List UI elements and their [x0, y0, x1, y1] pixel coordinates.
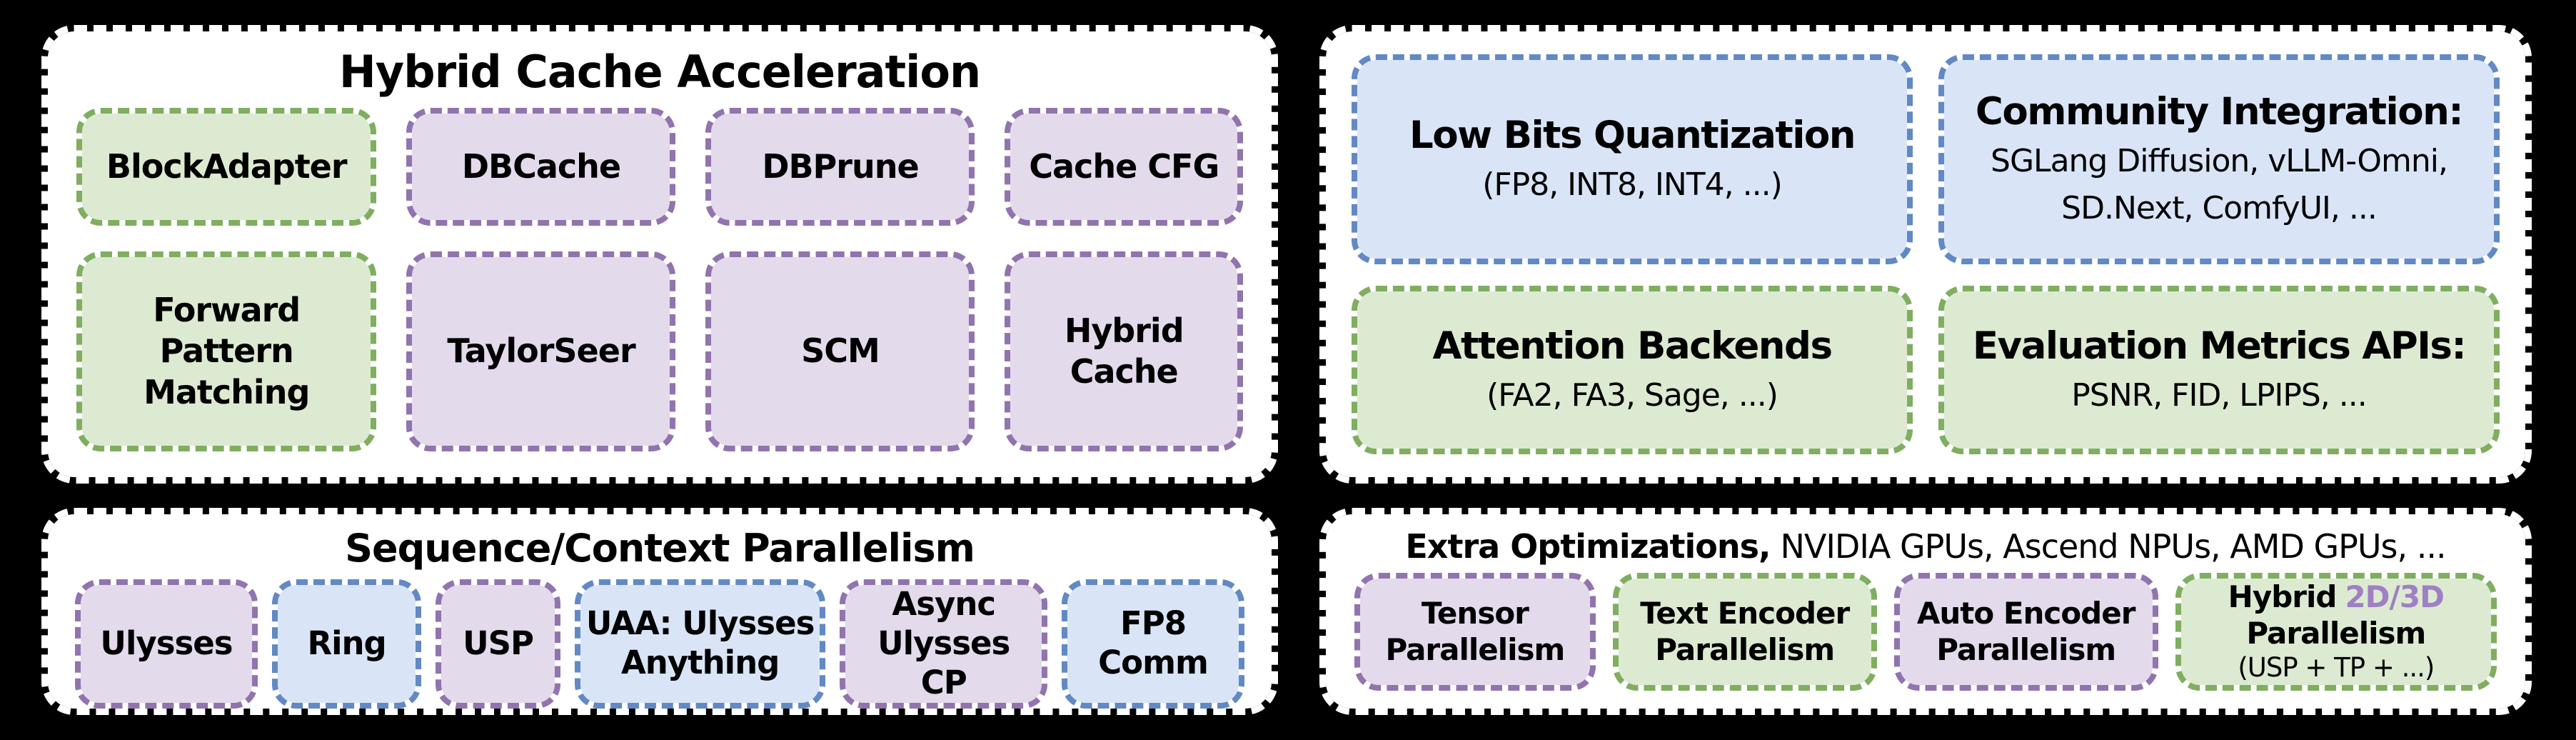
box-label: USP — [463, 624, 534, 662]
box-label: Auto Encoder Parallelism — [1916, 596, 2136, 668]
box-label: FP8 Comm — [1098, 604, 1209, 682]
box-subtitle: (FA2, FA3, Sage, ...) — [1486, 376, 1778, 414]
feature-box-scm: SCM — [705, 251, 975, 451]
extra-optimizations-row: Tensor Parallelism Text Encoder Parallel… — [1326, 567, 2525, 712]
box-label: Tensor Parallelism — [1385, 596, 1565, 668]
box-label: DBCache — [461, 146, 621, 186]
feature-box-blockadapter: BlockAdapter — [76, 108, 377, 226]
feature-box-uaa-ulysses-anything: UAA: Ulysses Anything — [574, 579, 826, 709]
feature-box-evaluation-metrics: Evaluation Metrics APIs: PSNR, FID, LPIP… — [1938, 286, 2500, 454]
sequence-parallelism-row: Ulysses Ring USP UAA: Ulysses Anything A… — [48, 574, 1272, 730]
box-label: Ring — [307, 624, 386, 662]
box-subtitle: (FP8, INT8, INT4, ...) — [1482, 166, 1783, 203]
panel-capabilities: Low Bits Quantization (FP8, INT8, INT4, … — [1319, 25, 2532, 484]
panel-title-extra-optimizations: Extra Optimizations,NVIDIA GPUs, Ascend … — [1337, 527, 2514, 566]
box-label-hybrid: Hybrid — [2228, 579, 2338, 614]
box-subtitle-line2: SD.Next, ComfyUI, ... — [2061, 189, 2378, 226]
box-label: Forward Pattern Matching — [144, 290, 310, 411]
box-title: Low Bits Quantization — [1409, 114, 1856, 158]
title-extra-optimizations-bold: Extra Optimizations, — [1405, 527, 1771, 566]
feature-box-async-ulysses-cp: Async Ulysses CP — [840, 579, 1047, 709]
feature-box-community-integration: Community Integration: SGLang Diffusion,… — [1938, 54, 2500, 265]
feature-box-text-encoder-parallelism: Text Encoder Parallelism — [1612, 573, 1877, 691]
box-label: TaylorSeer — [447, 331, 635, 371]
panel-hybrid-cache-acceleration: Hybrid Cache Acceleration BlockAdapter D… — [41, 25, 1278, 484]
feature-box-ring: Ring — [272, 579, 422, 709]
box-label: UAA: Ulysses Anything — [585, 604, 815, 682]
box-label-2d3d: 2D/3D — [2345, 579, 2445, 614]
panel-title-sequence-parallelism: Sequence/Context Parallelism — [345, 526, 975, 571]
feature-box-fp8-comm: FP8 Comm — [1062, 579, 1244, 709]
feature-box-usp: USP — [436, 579, 560, 709]
feature-box-tensor-parallelism: Tensor Parallelism — [1354, 573, 1596, 691]
box-label: Hybrid Cache — [1064, 311, 1184, 391]
feature-box-attention-backends: Attention Backends (FA2, FA3, Sage, ...) — [1352, 286, 1913, 454]
feature-box-dbprune: DBPrune — [705, 108, 975, 226]
box-title: Evaluation Metrics APIs: — [1972, 324, 2467, 369]
box-label: BlockAdapter — [106, 146, 348, 186]
box-label: Text Encoder Parallelism — [1640, 596, 1850, 668]
box-label: DBPrune — [762, 146, 919, 186]
feature-box-forward-pattern-matching: Forward Pattern Matching — [76, 251, 377, 451]
box-title: Attention Backends — [1432, 324, 1833, 369]
box-subtitle: PSNR, FID, LPIPS, ... — [2071, 376, 2367, 414]
box-label: SCM — [801, 331, 880, 371]
panel-title-hybrid-cache: Hybrid Cache Acceleration — [338, 46, 981, 98]
box-label-line2: Parallelism — [2246, 616, 2426, 651]
hybrid-cache-grid: BlockAdapter DBCache DBPrune Cache CFG F… — [48, 102, 1272, 477]
feature-box-ulysses: Ulysses — [75, 579, 258, 709]
panel-sequence-context-parallelism: Sequence/Context Parallelism Ulysses Rin… — [41, 508, 1278, 715]
feature-box-auto-encoder-parallelism: Auto Encoder Parallelism — [1893, 573, 2158, 691]
capabilities-grid: Low Bits Quantization (FP8, INT8, INT4, … — [1326, 31, 2525, 477]
title-hardware-list: NVIDIA GPUs, Ascend NPUs, AMD GPUs, ... — [1780, 527, 2446, 566]
feature-box-dbcache: DBCache — [406, 108, 676, 226]
feature-box-hybrid-cache: Hybrid Cache — [1005, 251, 1243, 451]
feature-box-cache-cfg: Cache CFG — [1005, 108, 1243, 226]
box-label-sub: (USP + TP + ...) — [2238, 652, 2435, 684]
box-title: Community Integration: — [1975, 90, 2464, 134]
box-label: Cache CFG — [1029, 146, 1219, 186]
box-label: Async Ulysses CP — [877, 585, 1010, 701]
feature-box-taylorseer: TaylorSeer — [406, 251, 676, 451]
box-subtitle-line1: SGLang Diffusion, vLLM-Omni, — [1991, 142, 2448, 179]
feature-box-low-bits-quantization: Low Bits Quantization (FP8, INT8, INT4, … — [1352, 54, 1913, 265]
panel-extra-optimizations: Extra Optimizations,NVIDIA GPUs, Ascend … — [1319, 508, 2532, 715]
box-label: Ulysses — [100, 624, 233, 662]
